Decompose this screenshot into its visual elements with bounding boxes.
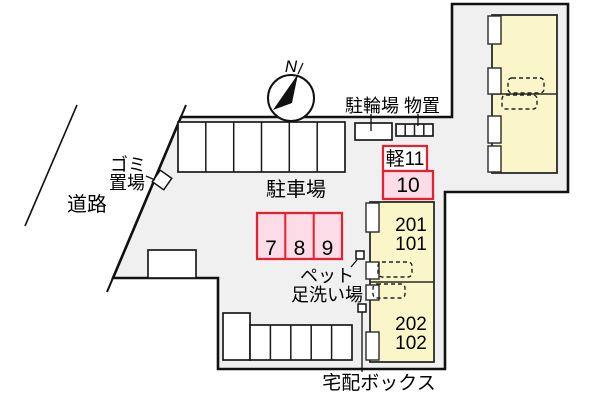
north-building xyxy=(487,14,558,174)
delivery-box-marker xyxy=(357,303,367,313)
space-kei-11 xyxy=(381,144,429,173)
space-9-label: 9 xyxy=(322,237,334,260)
spaces-7-8-9 xyxy=(255,211,344,261)
space-kei-11-label: 軽11 xyxy=(386,148,425,170)
pet-wash-label-line1: ペット xyxy=(300,266,354,286)
building-notch xyxy=(487,115,502,144)
delivery-box-label: 宅配ボックス xyxy=(322,372,435,394)
storage-boxes xyxy=(395,114,434,137)
bottom-parking-row xyxy=(222,312,353,361)
space-7-label: 7 xyxy=(265,237,277,260)
pet-wash-leader xyxy=(350,259,358,268)
garbage-station-marker xyxy=(151,169,173,191)
building-notch xyxy=(365,202,380,233)
site-diagonal-edge xyxy=(106,104,187,293)
stairs-dashed-outline xyxy=(501,94,538,110)
parking-row-outline xyxy=(249,324,353,361)
east-building xyxy=(365,201,435,363)
space-10 xyxy=(381,169,435,201)
bicycle-parking-area xyxy=(354,122,393,141)
space-10-label: 10 xyxy=(396,174,419,197)
garbage-label-line2: 置場 xyxy=(109,173,145,193)
pet-wash-marker xyxy=(355,250,365,260)
garbage-label-line1: ゴミ xyxy=(110,155,146,175)
north-label: N xyxy=(285,57,298,76)
compass-needle-tip xyxy=(297,62,304,75)
building-notch xyxy=(365,261,380,280)
building-notch xyxy=(487,145,502,173)
building-notch xyxy=(365,331,380,361)
road-edge-line xyxy=(24,104,78,227)
road-label: 道路 xyxy=(67,193,107,216)
unit-201-label: 201 xyxy=(395,215,427,236)
building-notch xyxy=(487,67,502,95)
stairs-dashed-outline xyxy=(507,77,545,94)
parking-space xyxy=(222,312,251,361)
building-notch xyxy=(487,15,502,45)
stairs-dashed-outline xyxy=(377,261,413,278)
highlight-spaces-outline xyxy=(255,211,344,261)
space-8-label: 8 xyxy=(294,237,306,260)
top-parking-row xyxy=(177,121,346,173)
garbage-leader xyxy=(145,175,156,181)
bicycle-parking-label: 駐輪場 xyxy=(345,96,399,116)
storage-label: 物置 xyxy=(404,96,440,116)
unit-101-label: 101 xyxy=(395,234,427,255)
small-structure xyxy=(147,249,197,279)
compass-needle xyxy=(273,74,298,110)
unit-102-label: 102 xyxy=(395,333,427,354)
unit-202-label: 202 xyxy=(395,314,427,335)
parking-lot-label: 駐車場 xyxy=(266,178,326,201)
north-arrow: N xyxy=(267,57,315,122)
pet-wash-label-line2: 足洗い場 xyxy=(291,285,363,305)
